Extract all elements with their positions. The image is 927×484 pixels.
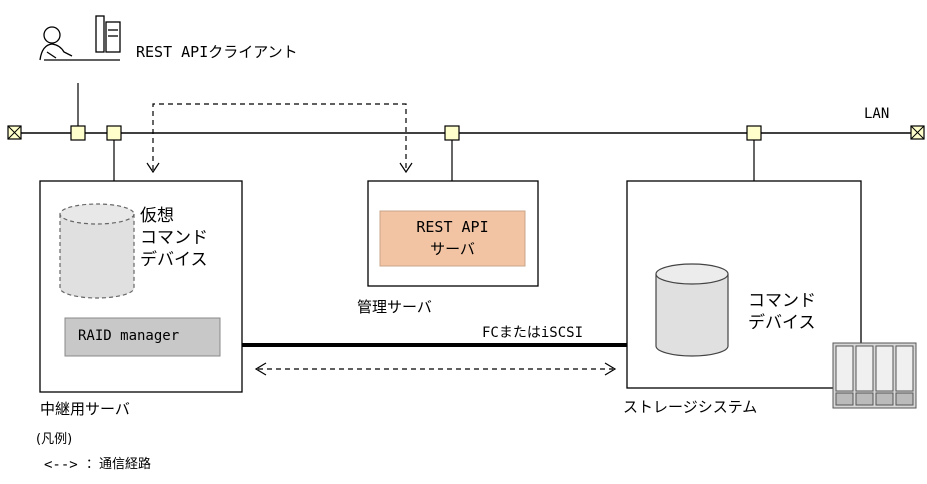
legend-arrow: <--> [44,457,78,473]
disk-array-icon [832,342,917,409]
fc-iscsi-label: FCまたはiSCSI [482,325,584,341]
rest-api-server-label: REST API サーバ [416,218,489,258]
management-server-label: 管理サーバ [357,298,432,316]
lan-label: LAN [864,106,890,122]
command-device-label: コマンド デバイス [748,291,816,333]
lan-terminator-right [910,125,925,140]
raid-manager-box [64,317,221,357]
legend-title: (凡例) [36,432,73,447]
relay-server-label: 中継用サーバ [40,400,130,418]
rest-api-server-box [379,210,526,267]
legend-text: ：通信経路 [86,457,152,472]
virtual-command-device-label: 仮想 コマンド デバイス [140,206,208,270]
lan-node-mgmt [444,125,460,141]
client-label: REST APIクライアント [136,43,298,61]
raid-manager-label: RAID manager [78,328,180,344]
lan-node-storage [746,125,762,141]
client-user-icon [39,26,74,61]
lan-node-client [70,125,86,141]
command-device-icon [655,263,729,357]
client-pc-icon [74,15,121,61]
storage-system-label: ストレージシステム [623,398,758,416]
communication-path-bottom [254,362,617,376]
lan-terminator-left [7,125,22,140]
virtual-command-device-icon [59,203,135,299]
lan-node-relay [106,125,122,141]
communication-path-top [146,103,413,174]
